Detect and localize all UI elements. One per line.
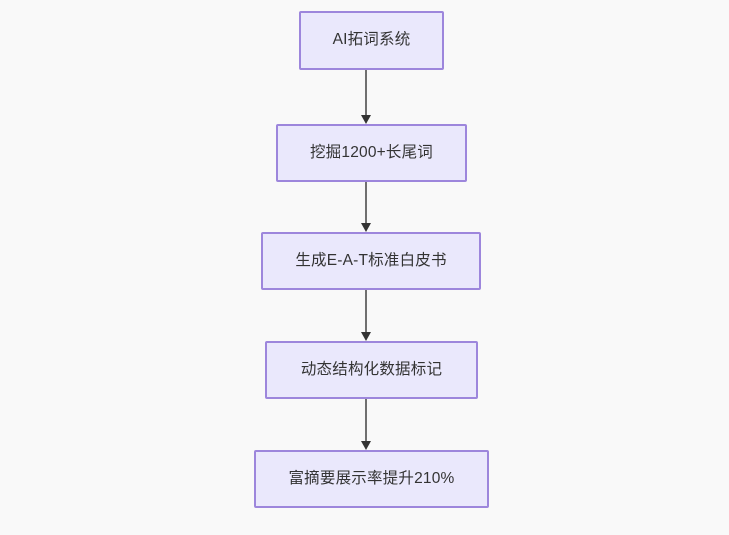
arrowhead-icon bbox=[361, 223, 371, 232]
flow-node-n2[interactable]: 挖掘1200+长尾词 bbox=[276, 124, 467, 182]
arrowhead-icon bbox=[361, 441, 371, 450]
flow-connector-2 bbox=[361, 182, 371, 232]
flow-node-n4[interactable]: 动态结构化数据标记 bbox=[265, 341, 478, 399]
arrowhead-icon bbox=[361, 115, 371, 124]
flow-node-label: 挖掘1200+长尾词 bbox=[309, 143, 434, 161]
flow-node-label: AI拓词系统 bbox=[332, 31, 411, 49]
flow-connector-3 bbox=[361, 290, 371, 341]
flow-connector-4 bbox=[361, 399, 371, 450]
arrowhead-icon bbox=[361, 332, 371, 341]
flow-node-label: 生成E-A-T标准白皮书 bbox=[295, 251, 447, 269]
flow-node-label: 富摘要展示率提升210% bbox=[288, 469, 455, 487]
flow-connector-1 bbox=[361, 70, 371, 124]
flow-node-n5[interactable]: 富摘要展示率提升210% bbox=[254, 450, 489, 508]
flow-node-n1[interactable]: AI拓词系统 bbox=[299, 11, 444, 70]
flow-node-label: 动态结构化数据标记 bbox=[300, 360, 443, 378]
flow-node-n3[interactable]: 生成E-A-T标准白皮书 bbox=[261, 232, 481, 290]
